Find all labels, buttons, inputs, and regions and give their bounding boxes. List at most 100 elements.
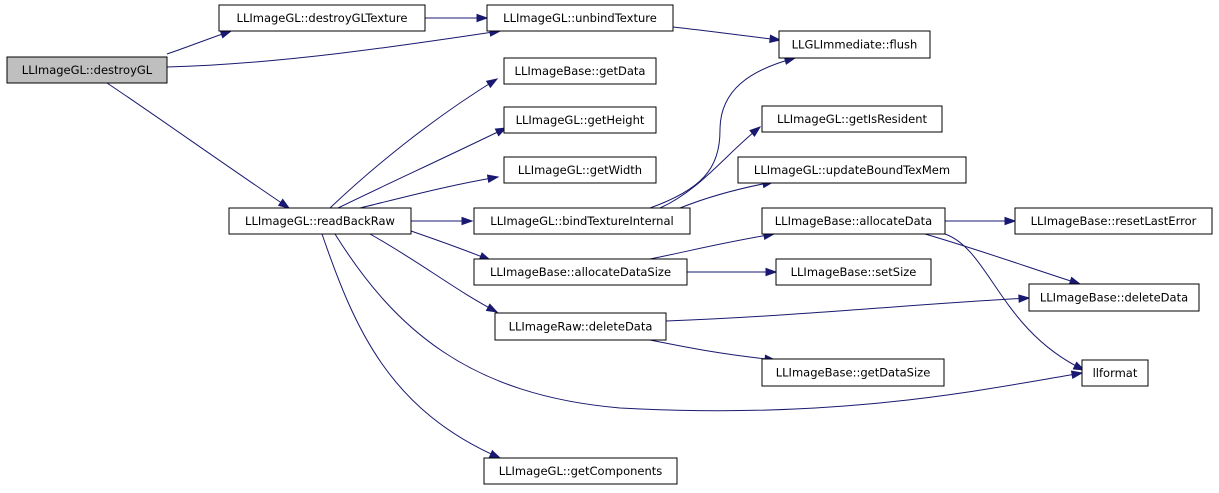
node-deleteData[interactable]: LLImageBase::deleteData [1028, 283, 1200, 312]
edge-bindTextureInternal-to-updateBoundTexMem [679, 179, 775, 209]
node-label: LLImageGL::updateBoundTexMem [754, 163, 950, 177]
arrowhead-icon [494, 127, 508, 137]
edge-readBackRaw-to-rawDeleteData [369, 233, 499, 313]
node-label: LLImageGL::destroyGL [22, 63, 153, 77]
node-llformat[interactable]: llformat [1081, 359, 1149, 387]
edge-line [649, 57, 796, 209]
node-box [483, 457, 678, 485]
node-getDataSize[interactable]: LLImageBase::getDataSize [761, 358, 945, 387]
edge-bindTextureInternal-to-getIsResident [659, 126, 762, 209]
node-allocateData[interactable]: LLImageBase::allocateData [761, 207, 946, 235]
node-box [473, 258, 688, 286]
edge-line [337, 127, 507, 209]
node-allocateDataSize[interactable]: LLImageBase::allocateDataSize [473, 258, 688, 286]
node-label: LLImageGL::getIsResident [777, 112, 928, 126]
node-readBackRaw[interactable]: LLImageGL::readBackRaw [228, 207, 412, 235]
edge-destroyGLTexture-to-unbindTexture [425, 13, 489, 23]
node-unbindTexture[interactable]: LLImageGL::unbindTexture [486, 4, 674, 32]
edge-readBackRaw-to-getComponents [321, 233, 502, 459]
edge-readBackRaw-to-getHeight [337, 127, 508, 209]
edge-allocateData-to-resetLastError [945, 216, 1017, 226]
node-label: LLImageBase::allocateDataSize [490, 265, 671, 279]
arrowhead-icon [488, 449, 502, 459]
node-updateBoundTexMem[interactable]: LLImageGL::updateBoundTexMem [737, 156, 967, 184]
edge-readBackRaw-to-getData [329, 78, 499, 209]
node-label: LLImageGL::destroyGLTexture [237, 11, 408, 25]
node-box [473, 207, 691, 235]
edge-readBackRaw-to-bindTextureInternal [411, 216, 474, 226]
node-bindTextureInternal[interactable]: LLImageGL::bindTextureInternal [473, 207, 691, 235]
arrowhead-icon [461, 216, 474, 226]
node-destroyGL: LLImageGL::destroyGL [6, 56, 168, 84]
arrowhead-icon [1072, 361, 1086, 371]
node-label: LLImageGL::readBackRaw [245, 214, 395, 228]
node-label: llformat [1093, 366, 1138, 380]
edge-line [166, 30, 501, 68]
arrowhead-icon [485, 78, 499, 89]
node-resetLastError[interactable]: LLImageBase::resetLastError [1014, 207, 1213, 235]
arrowhead-icon [1018, 294, 1031, 303]
edge-allocateData-to-llformat [944, 233, 1086, 371]
edge-line [321, 233, 501, 459]
node-getWidth[interactable]: LLImageGL::getWidth [503, 156, 657, 184]
arrowhead-icon [476, 13, 489, 23]
node-flush[interactable]: LLGLImmediate::flush [778, 30, 931, 59]
node-getIsResident[interactable]: LLImageGL::getIsResident [761, 105, 943, 133]
node-label: LLImageBase::allocateData [775, 214, 932, 228]
node-label: LLImageGL::getWidth [518, 163, 642, 177]
node-getComponents[interactable]: LLImageGL::getComponents [483, 457, 678, 485]
node-box [486, 4, 674, 32]
node-label: LLImageGL::getComponents [499, 464, 663, 478]
node-getHeight[interactable]: LLImageGL::getHeight [503, 106, 657, 134]
edge-destroyGL-to-readBackRaw [106, 82, 291, 209]
edge-bindTextureInternal-to-flush [649, 56, 797, 209]
edge-allocateDataSize-to-setSize [687, 267, 778, 277]
node-box [494, 312, 667, 341]
node-getData[interactable]: LLImageBase::getData [503, 57, 657, 85]
edge-allocateData-to-deleteData [924, 233, 1082, 285]
edge-destroyGL-to-destroyGLTexture [166, 30, 233, 55]
node-label: LLImageGL::unbindTexture [503, 11, 657, 25]
node-box [737, 156, 967, 184]
edge-line [679, 181, 774, 209]
node-label: LLImageGL::getHeight [516, 113, 645, 127]
edge-line [329, 78, 498, 209]
edge-line [665, 297, 1030, 322]
arrowhead-icon [277, 198, 291, 209]
node-label: LLImageBase::getData [515, 64, 646, 78]
edge-line [649, 233, 775, 260]
call-graph-nodes: LLImageGL::destroyGL LLImageGL::destroyGL… [6, 4, 1213, 485]
node-rawDeleteData[interactable]: LLImageRaw::deleteData [494, 312, 667, 341]
edge-rawDeleteData-to-getDataSize [649, 339, 777, 364]
arrowhead-icon [219, 30, 233, 39]
node-box [761, 358, 945, 387]
node-label: LLImageBase::setSize [791, 265, 917, 279]
node-box [218, 4, 426, 32]
edge-line [672, 26, 781, 41]
edge-line [924, 233, 1081, 285]
node-destroyGLTexture[interactable]: LLImageGL::destroyGLTexture [218, 4, 426, 32]
arrowhead-icon [1004, 216, 1017, 226]
node-label: LLImageBase::getDataSize [776, 366, 931, 380]
node-box [1028, 283, 1200, 312]
node-setSize[interactable]: LLImageBase::setSize [775, 258, 932, 286]
edge-line [334, 233, 1083, 412]
edge-line [659, 126, 761, 209]
node-label: LLImageGL::bindTextureInternal [490, 214, 673, 228]
edge-unbindTexture-to-flush [672, 26, 782, 44]
arrowhead-icon [485, 303, 499, 313]
arrowhead-icon [1068, 276, 1082, 285]
edge-readBackRaw-to-llformat [334, 233, 1084, 412]
arrowhead-icon [1070, 370, 1084, 379]
node-box [761, 105, 943, 133]
node-box [228, 207, 412, 235]
edge-line [359, 176, 499, 209]
arrowhead-icon [769, 34, 782, 44]
arrowhead-icon [486, 174, 500, 183]
node-label: LLGLImmediate::flush [792, 38, 918, 52]
node-box [778, 30, 931, 59]
node-box [1014, 207, 1213, 235]
edge-readBackRaw-to-allocateDataSize [410, 230, 492, 261]
edge-destroyGL-to-unbindTexture [166, 28, 502, 68]
edge-line [369, 233, 498, 313]
